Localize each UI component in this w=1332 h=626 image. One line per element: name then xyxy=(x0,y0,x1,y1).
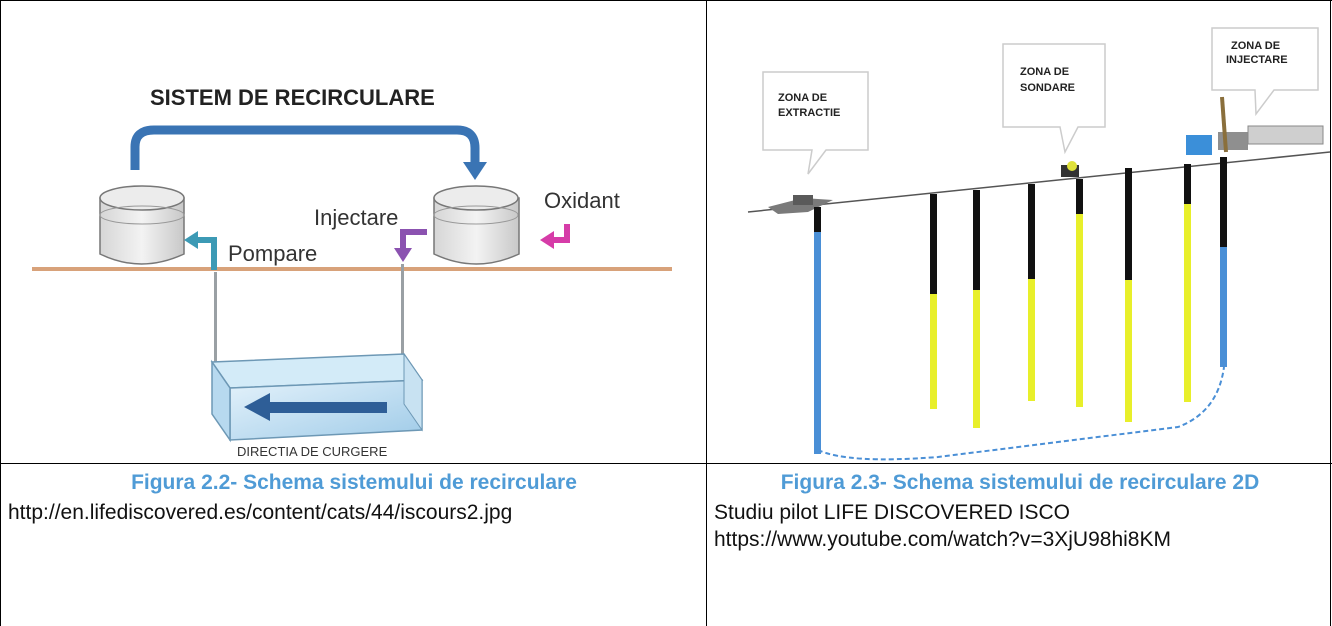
figure-source-text: Studiu pilot LIFE DISCOVERED ISCO xyxy=(714,501,1070,524)
flow-box xyxy=(210,352,424,443)
table-border-right xyxy=(1330,0,1331,626)
figure-recirculation-system: SISTEM DE RECIRCULARE xyxy=(2,2,704,461)
table-border-left xyxy=(0,0,1,626)
flow-path-dashed xyxy=(817,366,1225,461)
recirculation-arrow xyxy=(130,125,480,170)
caption-cell-right: Figura 2.3- Schema sistemului de recircu… xyxy=(714,470,1326,626)
diagram-title: SISTEM DE RECIRCULARE xyxy=(150,85,435,110)
extraction-equipment xyxy=(768,195,833,214)
label-pompare: Pompare xyxy=(228,241,317,266)
probe-equipment xyxy=(1061,161,1079,177)
callout-zona-injectare: ZONA DE INJECTARE xyxy=(1211,27,1319,117)
pompare-arrow xyxy=(194,237,217,270)
callout-zona-extractie: ZONA DE EXTRACTIE xyxy=(762,71,869,175)
svg-text:EXTRACTIE: EXTRACTIE xyxy=(778,107,840,119)
injectare-arrow xyxy=(400,229,427,250)
injectare-pipe xyxy=(401,264,404,367)
monitoring-wells xyxy=(930,164,1191,428)
injection-equipment xyxy=(1186,96,1324,155)
table-divider-horizontal xyxy=(0,463,1332,464)
figure-source-url[interactable]: https://www.youtube.com/watch?v=3XjU98hi… xyxy=(714,528,1171,551)
oxidant-arrow xyxy=(552,224,570,243)
label-oxidant: Oxidant xyxy=(544,188,620,213)
figure-caption: Figura 2.2- Schema sistemului de recircu… xyxy=(131,471,577,494)
pompare-pipe xyxy=(214,272,217,402)
svg-text:SONDARE: SONDARE xyxy=(1020,82,1075,94)
figure-caption: Figura 2.3- Schema sistemului de recircu… xyxy=(780,471,1260,494)
svg-text:ZONA DE: ZONA DE xyxy=(1231,40,1280,52)
flow-arrow-shaft xyxy=(267,402,387,413)
recirculation-arrowhead xyxy=(463,162,487,180)
svg-text:ZONA DE: ZONA DE xyxy=(778,92,827,104)
svg-text:ZONA DE: ZONA DE xyxy=(1020,66,1069,78)
injection-well xyxy=(1220,157,1227,247)
ground-surface xyxy=(747,151,1330,213)
right-tank xyxy=(433,185,520,265)
callout-zona-sondare: ZONA DE SONDARE xyxy=(1002,43,1106,155)
extraction-well xyxy=(814,207,821,232)
label-directia-de-curgere: DIRECTIA DE CURGERE xyxy=(237,444,388,459)
flow-arrow-head xyxy=(244,393,270,421)
table-border-top xyxy=(0,0,1332,1)
recirculation-diagram: SISTEM DE RECIRCULARE xyxy=(32,85,672,459)
svg-text:INJECTARE: INJECTARE xyxy=(1226,54,1288,66)
recirculation-2d-diagram: ZONA DE EXTRACTIE ZONA DE SONDARE ZONA D… xyxy=(747,27,1330,461)
figure-source-url[interactable]: http://en.lifediscovered.es/content/cats… xyxy=(8,501,513,524)
table-divider-vertical xyxy=(706,0,707,626)
label-injectare: Injectare xyxy=(314,205,398,230)
caption-cell-left: Figura 2.2- Schema sistemului de recircu… xyxy=(8,470,700,620)
left-tank xyxy=(99,185,185,265)
figure-recirculation-system-2d: ZONA DE EXTRACTIE ZONA DE SONDARE ZONA D… xyxy=(708,2,1330,461)
ground-line xyxy=(32,267,672,271)
